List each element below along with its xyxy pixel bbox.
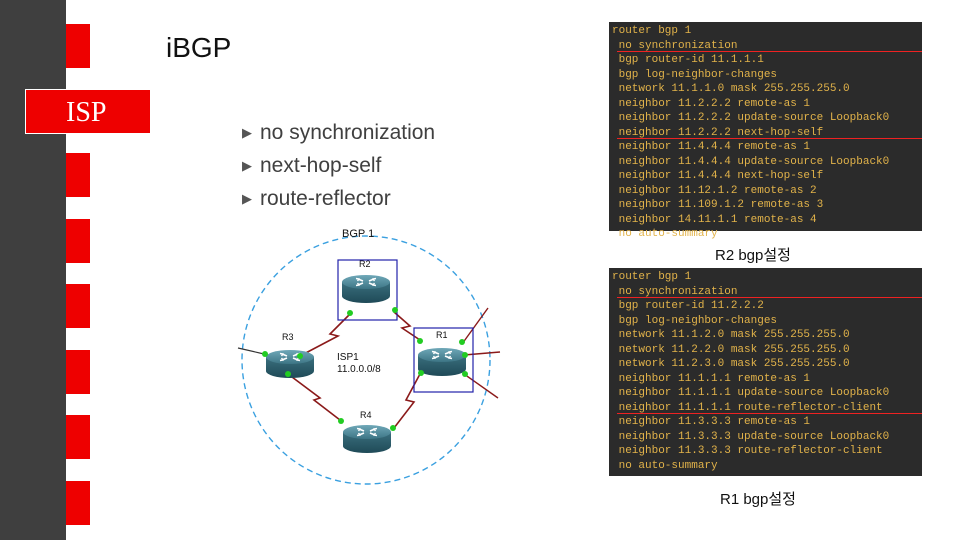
sidebar — [0, 0, 66, 540]
r1-highlight-box — [413, 327, 474, 393]
serial-link — [393, 373, 421, 429]
config-line: neighbor 11.4.4.4 remote-as 1 — [612, 141, 811, 153]
router-r1-icon — [417, 347, 467, 377]
bgp-area-label: BGP 1 — [342, 228, 374, 240]
serial-link — [393, 311, 421, 341]
r2-config-caption: R2 bgp설정 — [715, 247, 791, 264]
router-r4-icon — [342, 424, 392, 454]
config-line: bgp router-id 11.1.1.1 — [612, 54, 764, 66]
r2-config-panel: router bgp 1 no synchronization bgp rout… — [609, 22, 922, 240]
external-link — [461, 307, 489, 345]
config-line: neighbor 11.3.3.3 route-reflector-client — [612, 445, 883, 457]
sidebar-accent — [66, 24, 90, 68]
config-line: neighbor 11.1.1.1 update-source Loopback… — [612, 387, 890, 399]
config-line: router bgp 1 — [612, 271, 692, 283]
sidebar-accent — [66, 415, 90, 459]
router-r2-label: R2 — [359, 259, 371, 269]
config-line: neighbor 11.3.3.3 remote-as 1 — [612, 416, 811, 428]
sidebar-accent — [66, 284, 90, 328]
config-line: bgp router-id 11.2.2.2 — [612, 300, 764, 312]
bullet-list: ▶ no synchronization ▶ next-hop-self ▶ rout… — [242, 116, 435, 215]
config-line: no auto-summary — [612, 228, 718, 240]
config-line: bgp log-neighbor-changes — [612, 68, 778, 81]
config-line: no auto-summary — [612, 459, 718, 472]
config-line: neighbor 11.4.4.4 update-source Loopback… — [612, 155, 890, 168]
config-line: network 11.1.2.0 mask 255.255.255.0 — [612, 329, 850, 341]
config-line: neighbor 11.2.2.2 update-source Loopback… — [612, 112, 890, 124]
config-line: bgp log-neighbor-changes — [612, 314, 778, 327]
bullet-text: route-reflector — [260, 187, 391, 210]
serial-link — [299, 313, 351, 357]
config-line: neighbor 11.4.4.4 next-hop-self — [612, 170, 824, 182]
config-line: router bgp 1 — [612, 25, 692, 37]
bullet-item: ▶ next-hop-self — [242, 149, 435, 182]
config-line: neighbor 11.1.1.1 route-reflector-client — [612, 401, 922, 416]
triangle-bullet-icon: ▶ — [242, 158, 252, 173]
bullet-item: ▶ route-reflector — [242, 182, 435, 215]
config-line: neighbor 11.2.2.2 next-hop-self — [612, 126, 922, 141]
config-line: neighbor 11.1.1.1 remote-as 1 — [612, 372, 811, 385]
config-line: no synchronization — [612, 285, 922, 300]
sidebar-accent — [66, 219, 90, 263]
isp-name-label: ISP1 — [337, 352, 359, 363]
slide-title: iBGP — [166, 32, 232, 63]
bullet-text: next-hop-self — [260, 154, 382, 177]
config-line: neighbor 11.2.2.2 remote-as 1 — [612, 97, 811, 110]
triangle-bullet-icon: ▶ — [242, 125, 252, 140]
config-line: no synchronization — [612, 39, 922, 54]
r1-config-panel: router bgp 1 no synchronization bgp rout… — [609, 268, 922, 476]
bgp-boundary — [241, 235, 491, 485]
isp-network-label: 11.0.0.0/8 — [337, 364, 381, 375]
external-link — [463, 373, 499, 399]
sidebar-accent — [66, 153, 90, 197]
config-line: neighbor 11.12.1.2 remote-as 2 — [612, 184, 817, 197]
config-line: network 11.1.1.0 mask 255.255.255.0 — [612, 83, 850, 95]
link-endpoints — [262, 307, 468, 431]
external-link — [463, 351, 501, 356]
router-r1-label: R1 — [436, 330, 448, 340]
external-link — [237, 347, 265, 355]
config-line: neighbor 14.11.1.1 remote-as 4 — [612, 213, 817, 226]
router-r3-label: R3 — [282, 332, 294, 342]
serial-link — [287, 373, 341, 421]
bullet-item: ▶ no synchronization — [242, 116, 435, 149]
network-diagram: BGP 1 R2 R1 R3 R4 ISP1 11.0.0.0/8 — [237, 228, 501, 485]
sidebar-accent — [66, 481, 90, 525]
triangle-bullet-icon: ▶ — [242, 191, 252, 206]
router-r2-icon — [341, 274, 391, 304]
section-label: ISP — [25, 89, 151, 134]
r1-config-caption: R1 bgp설정 — [720, 491, 796, 508]
config-line: network 11.2.2.0 mask 255.255.255.0 — [612, 343, 850, 356]
bullet-text: no synchronization — [260, 121, 436, 144]
config-line: network 11.2.3.0 mask 255.255.255.0 — [612, 358, 850, 370]
config-line: neighbor 11.3.3.3 update-source Loopback… — [612, 430, 890, 443]
r2-highlight-box — [337, 259, 398, 321]
config-line: neighbor 11.109.1.2 remote-as 3 — [612, 199, 824, 211]
router-r4-label: R4 — [360, 410, 372, 420]
sidebar-accent — [66, 350, 90, 394]
